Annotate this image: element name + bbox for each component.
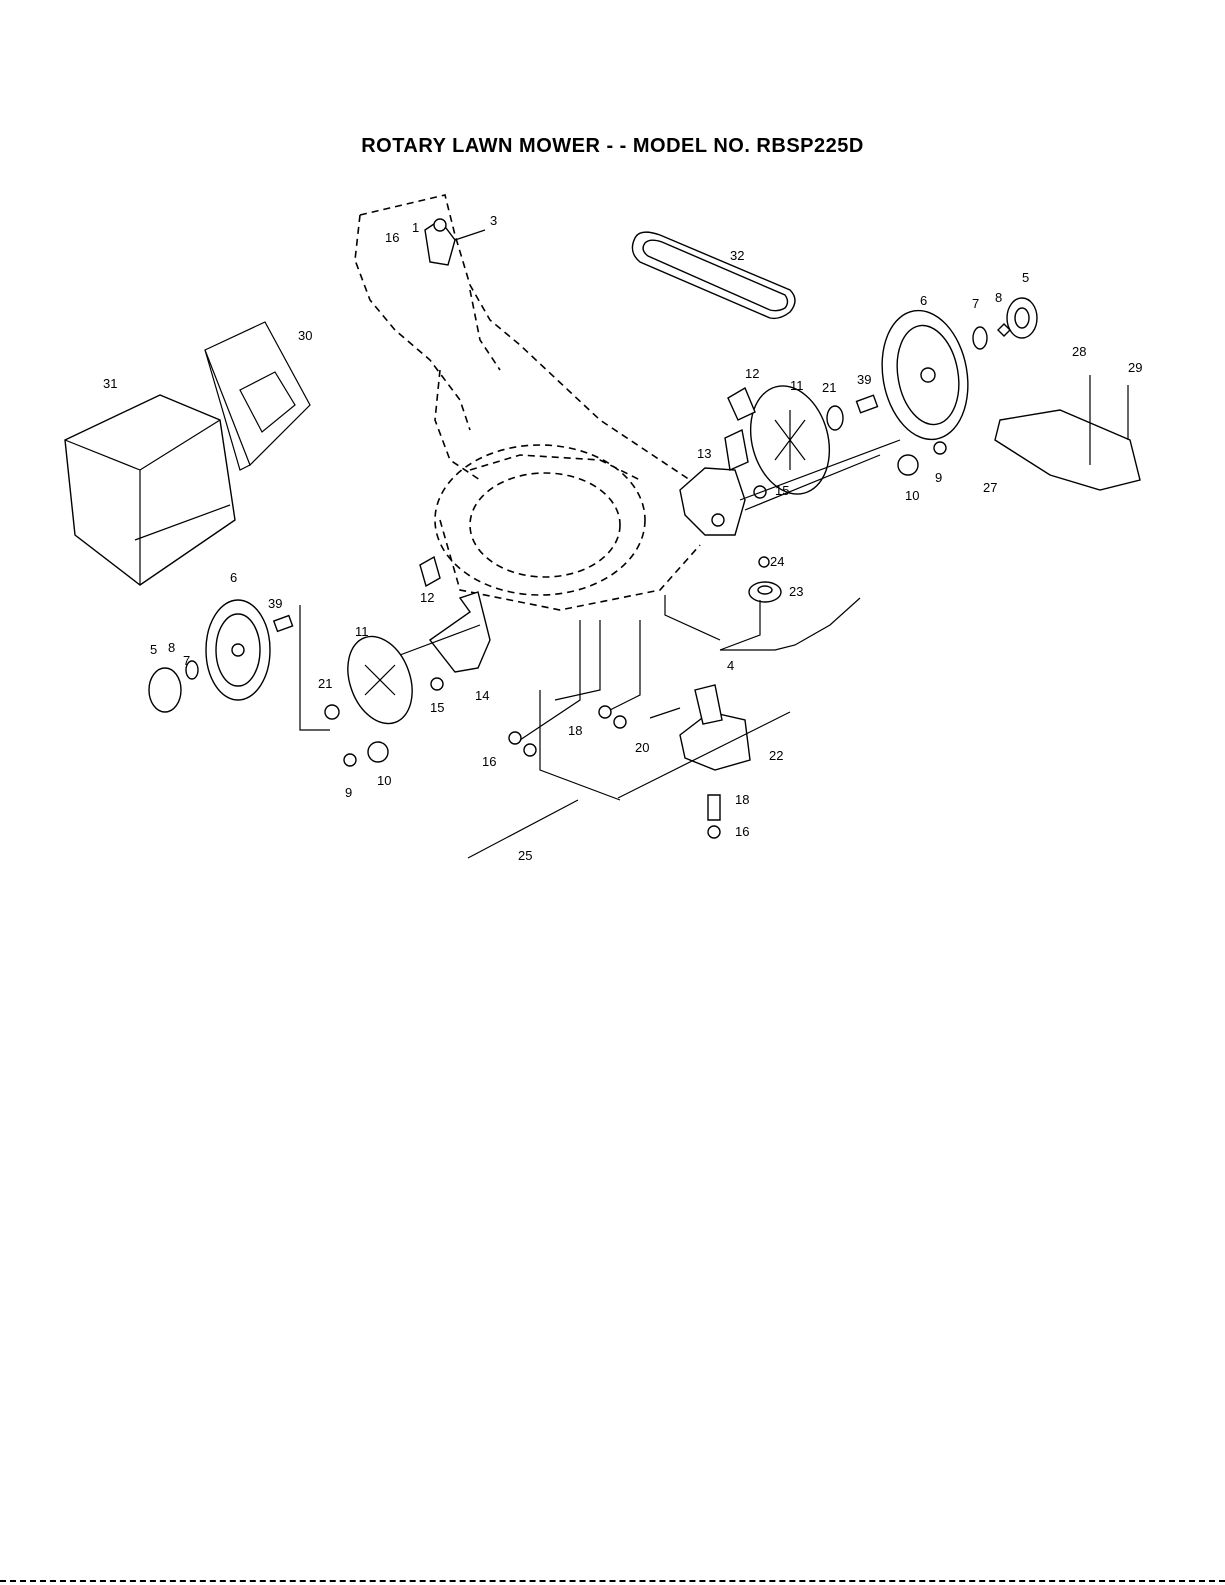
callout-32: 32: [730, 248, 744, 263]
grass-bag: [65, 395, 235, 585]
callout-12: 12: [745, 366, 759, 381]
callout-16: 16: [735, 824, 749, 839]
gear-right: [739, 377, 841, 503]
washer-right: [973, 327, 987, 349]
callout-16: 16: [482, 754, 496, 769]
wheel-left: [206, 600, 270, 700]
callout-11: 11: [790, 378, 804, 393]
height-adjuster-left: [400, 592, 490, 672]
callout-28: 28: [1072, 344, 1086, 359]
wheel-right: [872, 304, 977, 447]
callout-25: 25: [518, 848, 532, 863]
callout-4: 4: [727, 658, 734, 673]
callout-10: 10: [905, 488, 919, 503]
washer-21-left: [325, 705, 339, 719]
bushing-39-left: [274, 616, 293, 632]
deck-outline: [435, 445, 700, 610]
callout-8: 8: [168, 640, 175, 655]
callout-12: 12: [420, 590, 434, 605]
callout-22: 22: [769, 748, 783, 763]
callout-20: 20: [635, 740, 649, 755]
callout-16: 16: [385, 230, 399, 245]
gear-left: [336, 627, 423, 732]
hub-cap-right: [1007, 298, 1037, 338]
callout-14: 14: [475, 688, 489, 703]
nut-18-a: [599, 706, 611, 718]
callout-10: 10: [377, 773, 391, 788]
callout-6: 6: [230, 570, 237, 585]
callout-8: 8: [995, 290, 1002, 305]
callout-21: 21: [318, 676, 332, 691]
callout-5: 5: [150, 642, 157, 657]
nut-15-left: [431, 678, 443, 690]
callout-7: 7: [183, 653, 190, 668]
callout-13: 13: [697, 446, 711, 461]
callout-39: 39: [268, 596, 282, 611]
nut-24: [759, 557, 769, 567]
exploded-parts-diagram: 1 3 16 32 30 31 6 7 8 5 28 29 12 11 21 3…: [0, 0, 1225, 900]
hub-cap-left: [149, 668, 181, 712]
pinion-10-left: [368, 742, 388, 762]
callout-7: 7: [972, 296, 979, 311]
callout-29: 29: [1128, 360, 1142, 375]
pinion-10-right: [898, 455, 918, 475]
callout-11: 11: [355, 624, 369, 639]
spring-20: [650, 708, 680, 718]
callout-9: 9: [345, 785, 352, 800]
callout-6: 6: [920, 293, 927, 308]
callout-3: 3: [490, 213, 497, 228]
bushing-39-right: [856, 395, 877, 412]
callout-15: 15: [775, 483, 789, 498]
callout-24: 24: [770, 554, 784, 569]
nut-18-b: [614, 716, 626, 728]
drive-belt: [632, 232, 795, 318]
callout-18: 18: [735, 792, 749, 807]
washer-21-right: [827, 406, 843, 430]
callout-23: 23: [789, 584, 803, 599]
callout-1: 1: [412, 220, 419, 235]
callout-labels: 1 3 16 32 30 31 6 7 8 5 28 29 12 11 21 3…: [103, 213, 1142, 863]
callout-18: 18: [568, 723, 582, 738]
callout-21: 21: [822, 380, 836, 395]
callout-9: 9: [935, 470, 942, 485]
pulley-23: [749, 582, 781, 602]
callout-27: 27: [983, 480, 997, 495]
spring-12-left: [420, 557, 440, 586]
nut-16-bottom: [708, 826, 720, 838]
callout-31: 31: [103, 376, 117, 391]
callout-15: 15: [430, 700, 444, 715]
spring-18: [708, 795, 720, 820]
spring-12-right: [728, 388, 755, 420]
control-bracket: [425, 219, 485, 265]
rear-deflector: [995, 375, 1140, 490]
nut-16-b: [524, 744, 536, 756]
callout-30: 30: [298, 328, 312, 343]
bottom-border: [0, 1580, 1225, 1582]
nut-16-a: [509, 732, 521, 744]
callout-5: 5: [1022, 270, 1029, 285]
nut-9-right: [934, 442, 946, 454]
nut-9-left: [344, 754, 356, 766]
height-adjuster-right: [680, 430, 748, 535]
callout-39: 39: [857, 372, 871, 387]
